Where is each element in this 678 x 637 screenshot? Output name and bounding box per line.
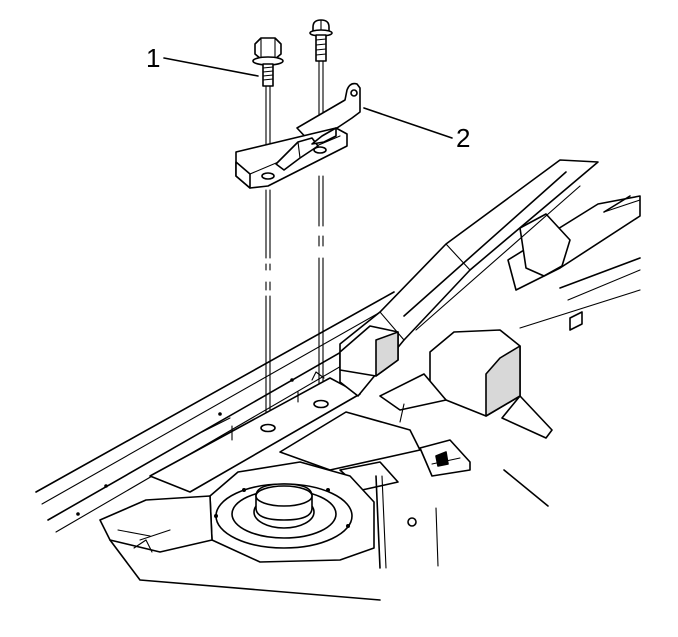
callout-2-label: 2 xyxy=(456,123,470,153)
mounting-bracket xyxy=(235,82,361,189)
bolt-2 xyxy=(309,19,333,62)
alignment-line-1 xyxy=(265,85,271,429)
callout-2: 2 xyxy=(363,107,470,153)
callout-1-leader xyxy=(163,57,259,77)
callout-1-label: 1 xyxy=(146,43,160,73)
callout-2-leader xyxy=(363,107,453,139)
vehicle-body-structure xyxy=(35,159,641,601)
callout-1: 1 xyxy=(146,43,259,77)
bolt-1 xyxy=(252,37,284,87)
